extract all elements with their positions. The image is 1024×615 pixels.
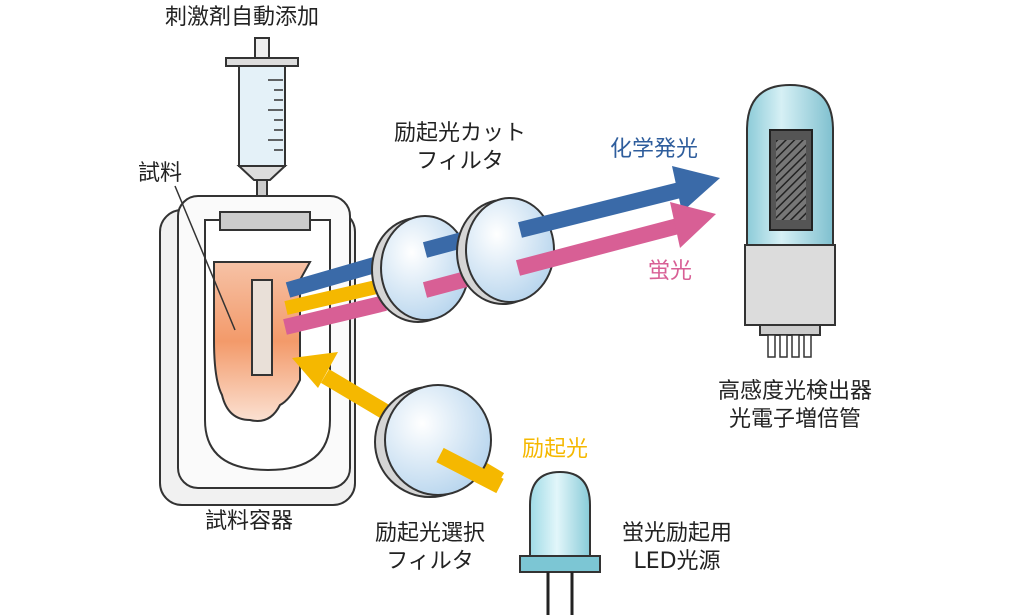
detector-label-line2: 光電子増倍管 (728, 407, 861, 432)
detector-label: 高感度光検出器 光電子増倍管 (690, 378, 900, 434)
injector-label: 刺激剤自動添加 (165, 5, 320, 30)
sample-container (159, 185, 356, 506)
chemi-beam-start (285, 254, 388, 298)
syringe (225, 37, 299, 209)
photomultiplier-tube (744, 83, 836, 358)
sample-label: 試料 (138, 161, 183, 186)
fluorescence-arrowhead (670, 202, 716, 248)
chemiluminescence-label: 化学発光 (610, 137, 699, 162)
fluorescence-arrow (515, 218, 681, 276)
excitation-arrowhead (292, 352, 338, 388)
excitation-light-label: 励起光 (522, 437, 589, 462)
excitation-beam-leak (284, 278, 387, 315)
led (519, 470, 601, 615)
led-label-line1: 蛍光励起用 (621, 521, 732, 546)
fluor-beam-start (283, 295, 387, 335)
select-filter (374, 384, 504, 498)
select-filter-label-line2: フィルタ (386, 549, 474, 574)
fluorescence-label: 蛍光 (648, 259, 693, 284)
led-label-line2: LED光源 (633, 549, 721, 574)
chemiluminescence-arrowhead (672, 166, 720, 212)
sample-container-label: 試料容器 (205, 509, 294, 534)
cut-filter-label-line2: フィルタ (416, 149, 504, 174)
led-label: 蛍光励起用 LED光源 (612, 520, 742, 576)
detector-label-line1: 高感度光検出器 (717, 379, 872, 404)
chemiluminescence-arrow (518, 182, 682, 238)
select-filter-label-line1: 励起光選択 (374, 521, 485, 546)
cut-filter-label-line1: 励起光カット (393, 121, 526, 146)
select-filter-label: 励起光選択 フィルタ (360, 520, 500, 576)
cut-filter-label: 励起光カット フィルタ (380, 120, 540, 176)
